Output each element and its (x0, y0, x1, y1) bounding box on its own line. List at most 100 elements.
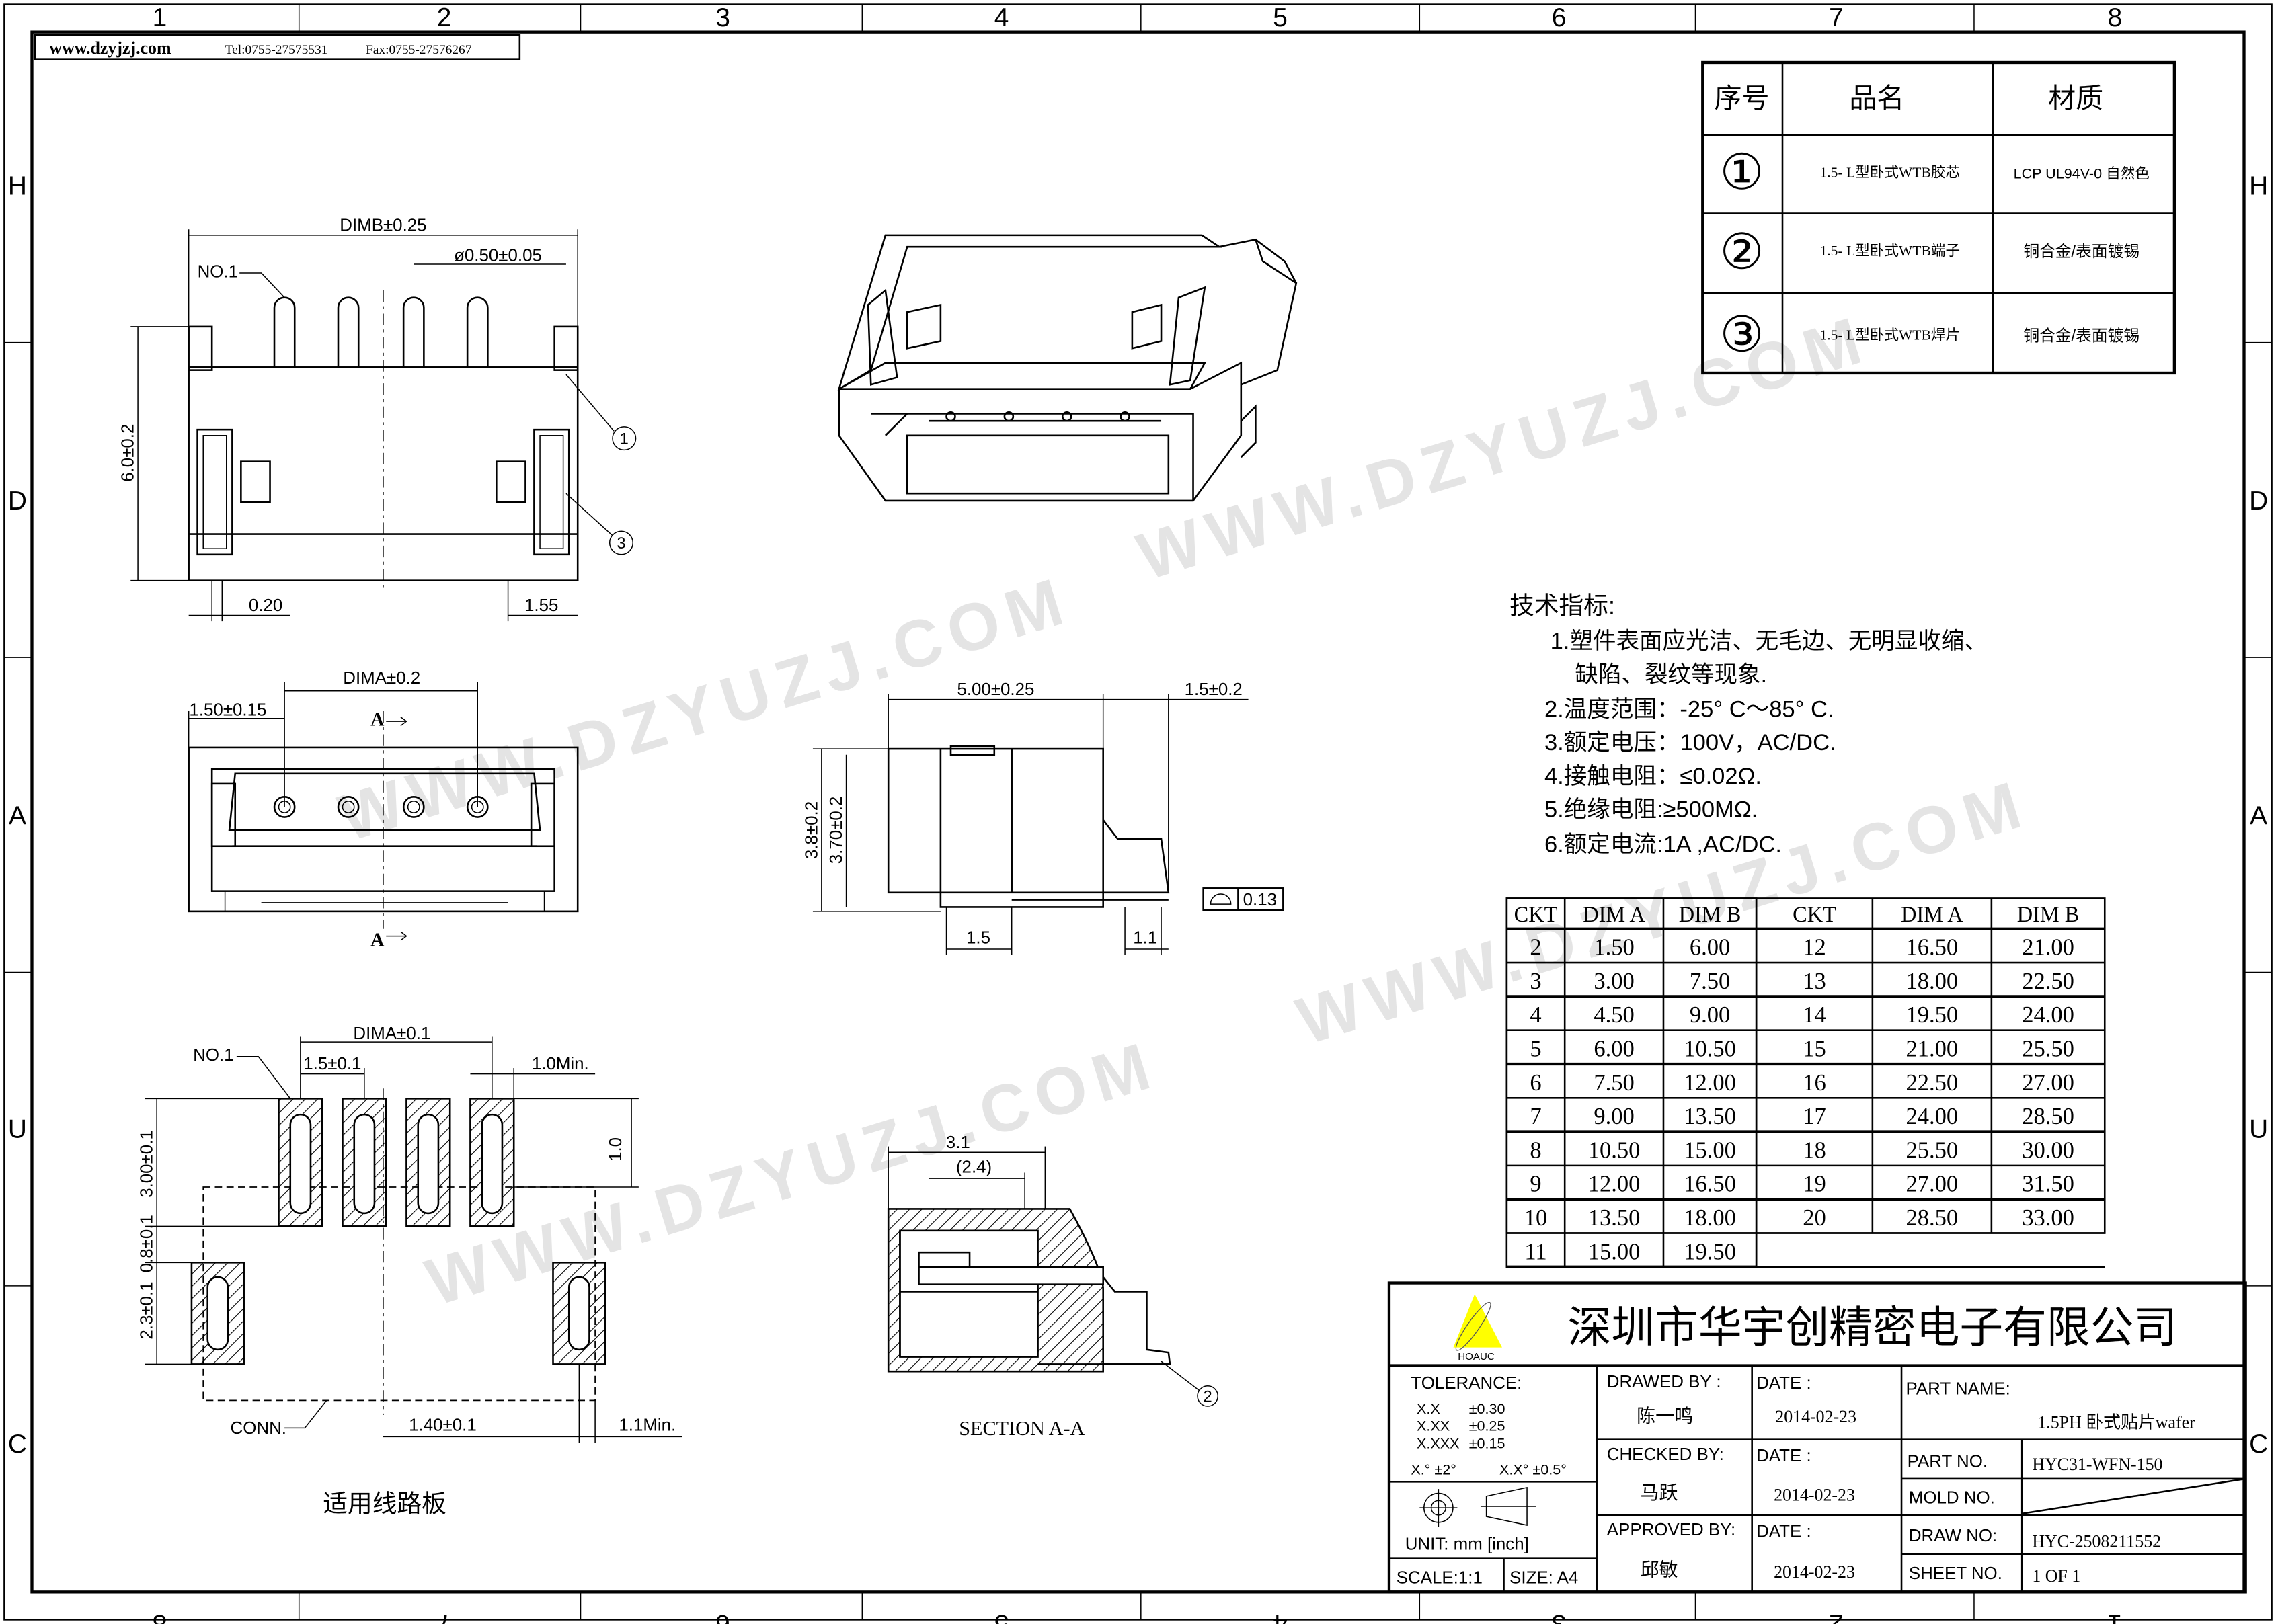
pcb-dim-1-40: 1.40±0.1 (409, 1416, 477, 1435)
height-label: 6.0±0.2 (119, 424, 138, 482)
side-height-inner-label: 3.70±0.2 (827, 797, 846, 864)
tol-key: X.XX (1417, 1418, 1450, 1434)
bom-name: 1.5- L型卧式WTB端子 (1819, 243, 1960, 259)
side-width-label: 5.00±0.25 (957, 680, 1034, 699)
grid-label-right: U (2249, 1115, 2268, 1144)
pcb-dim-1-0: 1.0 (606, 1137, 625, 1162)
ckt-cell: 22.50 (2022, 969, 2074, 994)
pcb-min-1-0-label: 1.0Min. (532, 1055, 589, 1073)
grid-label-right: C (2249, 1430, 2268, 1459)
checked-by-value: 马跃 (1640, 1483, 1678, 1504)
bom-row: ① 1.5- L型卧式WTB胶芯 LCP UL94V-0 自然色 (1720, 145, 2150, 200)
bom-header-no: 序号 (1715, 83, 1770, 114)
ckt-cell: 2 (1530, 935, 1541, 961)
bom-row: ② 1.5- L型卧式WTB端子 铜合金/表面镀锡 (1720, 225, 2140, 280)
ckt-cell: 7 (1530, 1104, 1541, 1129)
section-a-a: 3.1 (2.4) 2 SECTION A-A (887, 1133, 1218, 1440)
bom-no: ① (1720, 145, 1764, 200)
ckt-header: DIM A (1583, 903, 1645, 927)
grid-label-top: 6 (1552, 3, 1567, 32)
pcb-dim-2-3: 2.3±0.1 (138, 1281, 157, 1339)
ckt-cell: 25.50 (2022, 1037, 2074, 1062)
ckt-header: CKT (1793, 903, 1836, 927)
ckt-cell: 19.50 (1684, 1239, 1736, 1264)
grid-label-top: 8 (2108, 3, 2123, 32)
ckt-cell: 13 (1803, 969, 1826, 994)
tech-specs-title: 技术指标: (1509, 592, 1615, 619)
mold-no-label: MOLD NO. (1909, 1489, 1995, 1508)
ckt-cell: 9 (1530, 1172, 1541, 1197)
ckt-cell: 4 (1530, 1002, 1541, 1028)
grid-label-top: 1 (153, 3, 167, 32)
ckt-cell: 16.50 (1684, 1172, 1736, 1197)
size-label: SIZE: A4 (1509, 1568, 1578, 1587)
ckt-cell: 6 (1530, 1070, 1541, 1096)
tech-spec-item: 4.接触电阻：≤0.02Ω. (1544, 764, 1762, 789)
ckt-header: DIM B (2017, 903, 2080, 927)
grid-label-top: 5 (1273, 3, 1288, 32)
side-height-outer-label: 3.8±0.2 (802, 801, 821, 859)
grid-label-top: 7 (1829, 3, 1844, 32)
ckt-cell: 24.00 (1906, 1104, 1959, 1129)
bom-row: ③ 1.5- L型卧式WTB焊片 铜合金/表面镀锡 (1720, 308, 2140, 362)
pcb-dima-label: DIMA±0.1 (353, 1024, 430, 1043)
draw-no-value: HYC-2508211552 (2032, 1531, 2161, 1551)
grid-label-bottom: 8 (153, 1609, 167, 1624)
date-label: DATE : (1756, 1374, 1811, 1393)
company-logo: HOAUC (1453, 1294, 1502, 1363)
ckt-cell: 6.00 (1690, 935, 1730, 961)
ckt-cell: 3 (1530, 969, 1541, 994)
dimb-label: DIMB±0.25 (340, 216, 426, 235)
grid-label-bottom: 3 (1552, 1609, 1567, 1624)
section-marker-bottom: A (370, 930, 385, 951)
tol-key: X.X (1417, 1400, 1440, 1417)
pcb-min-1-1-label: 1.1Min. (619, 1416, 676, 1435)
ckt-cell: 9.00 (1690, 1002, 1730, 1028)
ckt-cell: 15.00 (1684, 1137, 1736, 1163)
bom-header-material: 材质 (2048, 83, 2103, 114)
part-no-value: HYC31-WFN-150 (2032, 1455, 2162, 1474)
ckt-cell: 19 (1803, 1172, 1826, 1197)
ckt-cell: 10.50 (1684, 1037, 1736, 1062)
ckt-cell: 12.00 (1588, 1172, 1641, 1197)
ckt-cell: 10 (1524, 1205, 1548, 1231)
tech-specs: 技术指标: 1.塑件表面应光洁、无毛边、无明显收缩、 缺陷、裂纹等现象. 2.温… (1509, 592, 1988, 857)
grid-label-bottom: 7 (437, 1609, 452, 1624)
bom-header-name: 品名 (1849, 83, 1904, 114)
ckt-cell: 25.50 (1906, 1137, 1959, 1163)
ckt-cell: 17 (1803, 1104, 1826, 1129)
grid-label-left: H (8, 171, 27, 200)
ckt-row: 4 4.50 9.00 (1530, 1002, 1730, 1028)
ckt-cell: 4.50 (1594, 1002, 1634, 1028)
ckt-row: 9 12.00 16.50 (1530, 1172, 1736, 1197)
part-name-label: PART NAME: (1906, 1380, 2010, 1399)
angle-tolerance-1: X.° ±2° (1411, 1461, 1456, 1477)
logo-text: HOAUC (1458, 1351, 1495, 1363)
date-drawed: 2014-02-23 (1775, 1407, 1856, 1426)
fax-text: Fax:0755-27576267 (366, 43, 472, 57)
ckt-cell: 15 (1803, 1037, 1826, 1062)
bom-material: 铜合金/表面镀锡 (2023, 327, 2140, 345)
tol-value: ±0.15 (1469, 1435, 1505, 1452)
tech-spec-item: 3.额定电压：100V，AC/DC. (1544, 730, 1836, 756)
grid-label-top: 4 (994, 3, 1009, 32)
ckt-cell: 16.50 (1906, 935, 1959, 961)
ckt-cell: 22.50 (1906, 1070, 1959, 1096)
section-dim-2-4: (2.4) (956, 1158, 992, 1176)
bom-name: 1.5- L型卧式WTB胶芯 (1819, 165, 1960, 181)
tech-spec-item: 缺陷、裂纹等现象. (1575, 662, 1767, 688)
grid-label-top: 2 (437, 3, 452, 32)
pitch-label: 1.50±0.15 (189, 700, 266, 719)
